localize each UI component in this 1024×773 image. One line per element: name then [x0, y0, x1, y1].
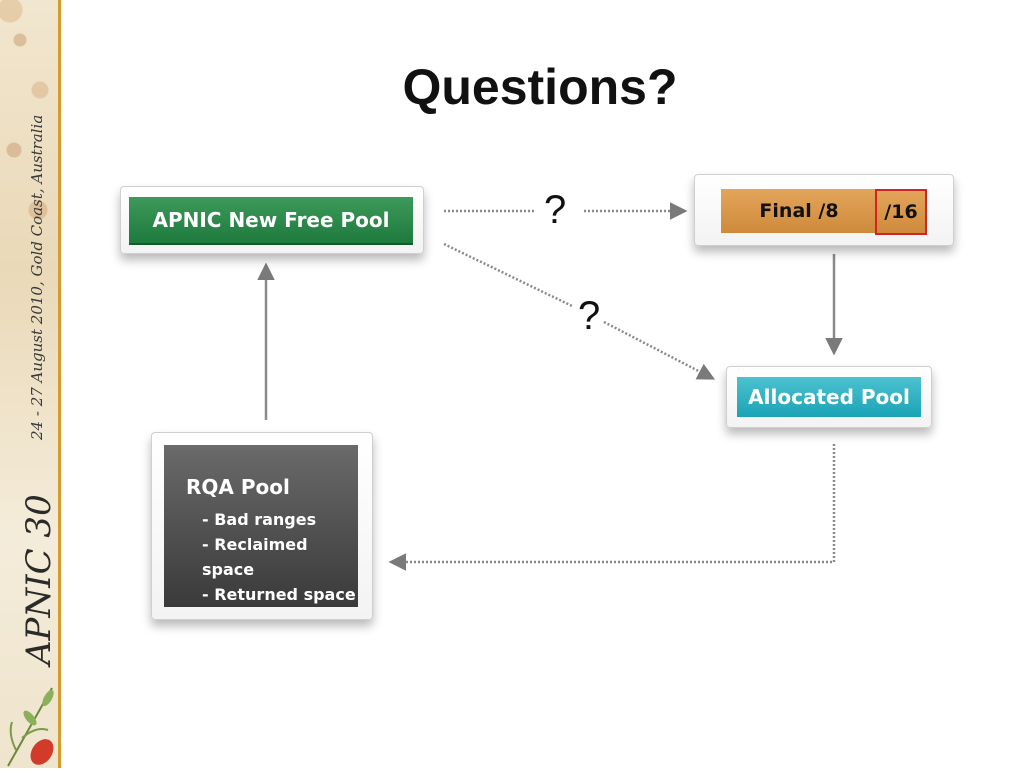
slide-title: Questions? — [402, 59, 678, 115]
sidebar-divider — [58, 0, 61, 768]
edge-label-free-to-allocated: ? — [578, 294, 601, 338]
node-free-pool-label: APNIC New Free Pool — [129, 197, 413, 245]
node-rqa-pool-title: RQA Pool — [186, 475, 290, 499]
event-details: 24 - 27 August 2010, Gold Coast, Austral… — [28, 115, 46, 441]
sidebar-decoration — [0, 0, 58, 768]
edge-free-to-allocated-a — [443, 242, 573, 308]
event-name: APNIC 30 — [19, 494, 54, 668]
node-allocated-pool: Allocated Pool — [726, 366, 932, 428]
rqa-item: - Reclaimed space — [202, 535, 308, 579]
node-free-pool: APNIC New Free Pool — [120, 186, 424, 254]
edge-label-free-to-final: ? — [544, 188, 567, 232]
node-final-label: Final /8 — [721, 189, 877, 233]
node-rqa-pool: RQA Pool - Bad ranges - Reclaimed space … — [151, 432, 373, 620]
rqa-item: - Bad ranges — [202, 510, 317, 529]
node-final-block: Final /8 /16 — [694, 174, 954, 246]
edge-free-to-allocated-b — [603, 320, 716, 380]
sidebar-event-text: APNIC 30 24 - 27 August 2010, Gold Coast… — [8, 0, 54, 768]
node-allocated-pool-label: Allocated Pool — [737, 377, 921, 417]
node-final-highlight: /16 — [875, 189, 927, 235]
node-rqa-pool-body: RQA Pool - Bad ranges - Reclaimed space … — [164, 445, 358, 607]
node-rqa-pool-items: - Bad ranges - Reclaimed space - Returne… — [202, 507, 358, 607]
flower-illustration — [2, 678, 58, 768]
edge-allocated-to-rqa — [388, 444, 836, 571]
rqa-item: - Returned space — [202, 585, 356, 604]
